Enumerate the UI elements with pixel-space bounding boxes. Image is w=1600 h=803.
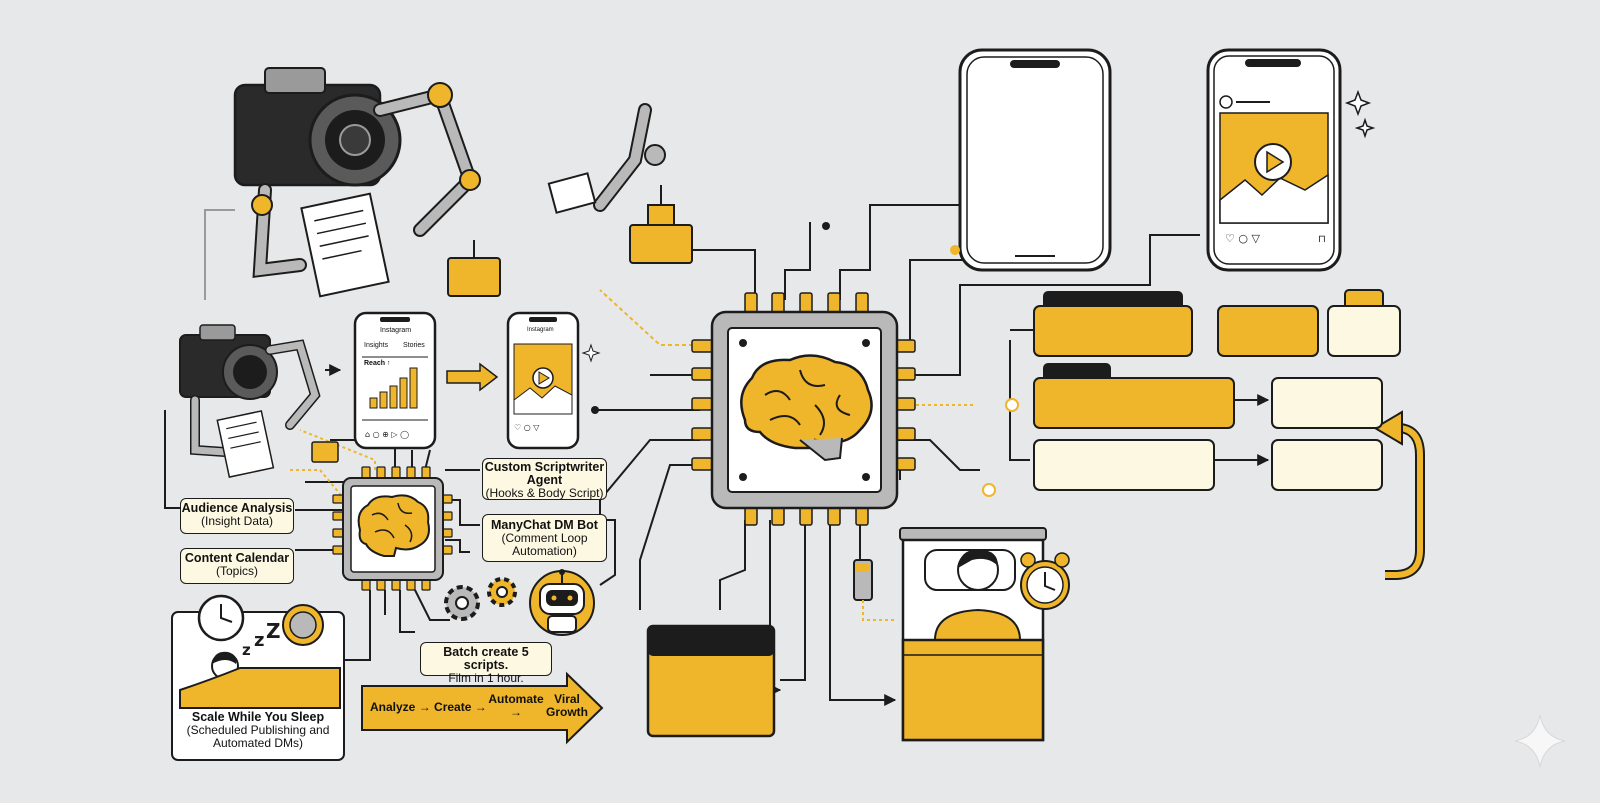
robot-arm-camera-large <box>233 67 501 298</box>
flow-step-viral: Viral Growth <box>546 692 588 719</box>
manychat-label: ManyChat DM Bot (Comment Loop Automation… <box>482 514 607 562</box>
connector-nodes <box>950 245 1019 497</box>
flow-create-text: Create <box>434 700 472 714</box>
plug-connector <box>853 559 895 621</box>
growth-flow-arrow <box>361 671 604 745</box>
scriptwriter-title: Custom Scriptwriter Agent <box>484 460 605 487</box>
flow-arrow-3: → <box>510 705 522 719</box>
phone-insights: ⌂ ○ ⊕ ▷ ◯ <box>353 311 437 450</box>
watermark-star-icon <box>1514 714 1566 768</box>
main-ai-chip <box>691 292 916 526</box>
svg-text:z: z <box>242 641 251 659</box>
output-blocks <box>1033 289 1401 491</box>
svg-text:Z: Z <box>266 619 281 643</box>
phone-reel: ♡ ○ ▽ <box>506 311 580 450</box>
robot-arm-gripper <box>547 103 693 264</box>
flow-automate-text: Automate <box>488 692 544 706</box>
bar-chart-icon <box>369 367 418 409</box>
gear-icon <box>444 577 517 621</box>
chatbot-robot-icon <box>529 569 595 636</box>
scriptwriter-label: Custom Scriptwriter Agent (Hooks & Body … <box>482 458 607 500</box>
manychat-title: ManyChat DM Bot <box>491 518 598 532</box>
audience-analysis-label: Audience Analysis (Insight Data) <box>180 498 294 534</box>
insights-tab-2: Stories <box>403 342 425 349</box>
bookmark-icon: ⊓ <box>1318 234 1326 245</box>
sleeping-person-scene <box>899 527 1047 742</box>
scriptwriter-sub: (Hooks & Body Script) <box>485 486 604 500</box>
phone-instagram-post: ♡ ○ ▽ ⊓ <box>1206 48 1342 272</box>
scale-while-sleep-title: Scale While You Sleep <box>191 710 325 724</box>
svg-text:♡ ○ ▽: ♡ ○ ▽ <box>514 423 540 432</box>
insights-tab-1: Insights <box>364 342 389 349</box>
flow-arrow-1: → <box>418 700 431 714</box>
batch-create-sub: Film in 1 hour. <box>448 671 524 685</box>
content-calendar-sub: (Topics) <box>215 564 258 578</box>
batch-create-title: Batch create 5 scripts. <box>443 645 529 672</box>
play-icon <box>1254 143 1292 181</box>
brain-icon <box>357 494 430 557</box>
flow-step-analyze: Analyze → Create → <box>370 700 487 714</box>
svg-text:z: z <box>254 630 264 651</box>
audience-analysis-title: Audience Analysis <box>181 501 293 515</box>
reel-app-name: Instagram <box>527 327 554 333</box>
scale-while-sleep-label: Scale While You Sleep (Scheduled Publish… <box>172 708 344 760</box>
arrow-between-phones <box>446 362 499 392</box>
publishing-folder <box>646 624 776 738</box>
sleep-illustration: z z Z <box>171 594 345 761</box>
phone-blank <box>958 48 1112 272</box>
heart-icon: ♡ ○ ▽ <box>1225 232 1260 245</box>
batch-create-label: Batch create 5 scripts. Film in 1 hour. <box>420 642 552 685</box>
audience-analysis-sub: (Insight Data) <box>200 514 274 528</box>
insights-stat: Reach ↑ <box>364 360 391 367</box>
brain-icon <box>740 354 873 462</box>
flow-analyze-text: Analyze <box>370 700 416 714</box>
dot-node <box>591 222 830 414</box>
return-arrow <box>1373 410 1425 580</box>
flow-arrow-2: → <box>474 700 487 714</box>
robot-arm-camera-small <box>179 324 339 478</box>
content-calendar-title: Content Calendar <box>184 551 290 565</box>
small-ai-chip <box>332 466 453 591</box>
flow-step-automate: Automate → <box>488 693 544 719</box>
svg-text:⌂ ○ ⊕ ▷ ◯: ⌂ ○ ⊕ ▷ ◯ <box>365 430 409 439</box>
manychat-sub: (Comment Loop Automation) <box>501 531 588 558</box>
sparkle-icon <box>581 343 601 363</box>
content-calendar-label: Content Calendar (Topics) <box>180 548 294 584</box>
alarm-clock-icon <box>1020 552 1070 610</box>
insights-app-name: Instagram <box>380 327 412 334</box>
sparkle-icon <box>1344 89 1376 139</box>
scale-while-sleep-sub: (Scheduled Publishing and Automated DMs) <box>186 723 330 750</box>
